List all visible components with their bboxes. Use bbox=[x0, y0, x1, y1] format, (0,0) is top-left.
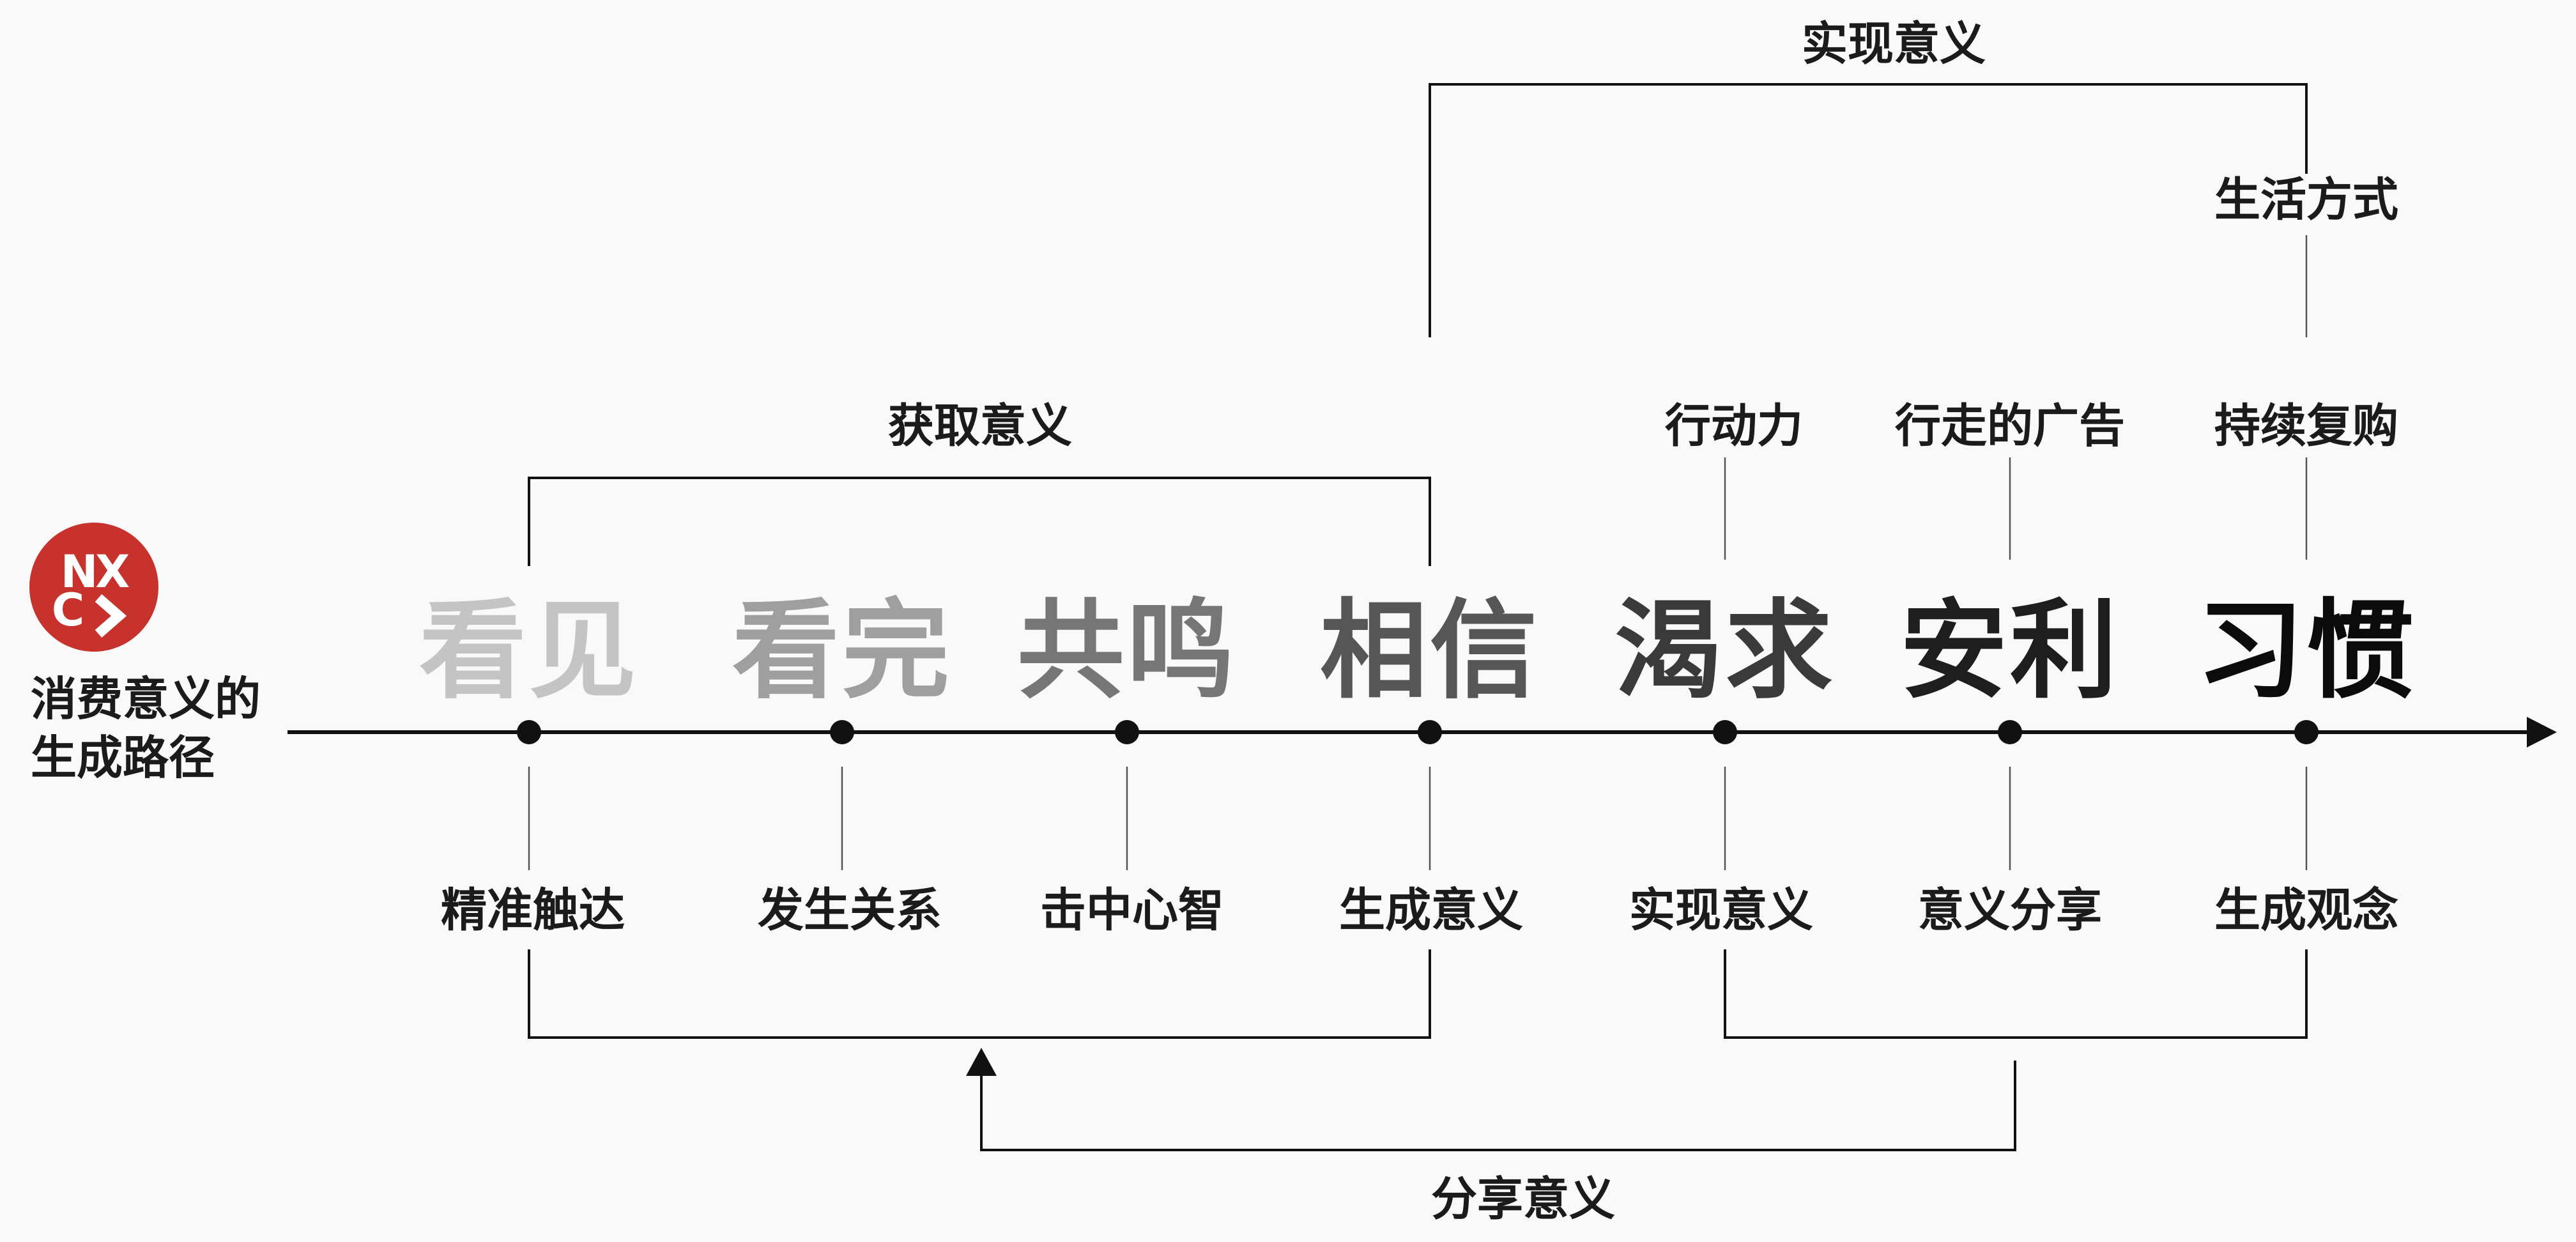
axis-title: 消费意义的 生成路径 bbox=[31, 670, 261, 787]
timeline-node bbox=[1115, 720, 1139, 744]
share-feedback-arrowhead bbox=[966, 1048, 997, 1076]
stage-below-label: 实现意义 bbox=[1629, 883, 1814, 937]
stage-below-label: 生成观念 bbox=[2214, 883, 2399, 937]
stage-top-label: 生活方式 bbox=[2214, 172, 2399, 227]
bracket-bottom-left bbox=[528, 949, 1431, 1039]
group-label-acquire: 获取意义 bbox=[887, 399, 1073, 453]
stage-word: 渴求 bbox=[1615, 588, 1835, 714]
node-ticks-below bbox=[528, 767, 2308, 870]
node-ticks-above bbox=[1724, 235, 2308, 560]
timeline-node bbox=[830, 720, 854, 744]
timeline-node bbox=[517, 720, 541, 744]
logo-chevron-icon bbox=[95, 594, 127, 638]
timeline-node bbox=[1418, 720, 1442, 744]
logo-mark-c: C bbox=[51, 584, 85, 637]
group-label-realize: 实现意义 bbox=[1801, 17, 1986, 71]
axis-title-line: 消费意义的 bbox=[31, 672, 261, 726]
axis-title-line: 生成路径 bbox=[31, 731, 215, 785]
timeline-node bbox=[2294, 720, 2319, 744]
stage-below-label: 生成意义 bbox=[1338, 883, 1524, 937]
stage-word: 共鸣 bbox=[1017, 588, 1237, 714]
stage-word: 习惯 bbox=[2196, 588, 2416, 714]
stage-word: 相信 bbox=[1320, 588, 1540, 714]
stage-below-label: 击中心智 bbox=[1039, 883, 1225, 937]
timeline-arrowhead bbox=[2527, 717, 2557, 747]
stage-below-label: 意义分享 bbox=[1917, 883, 2103, 937]
bracket-realize bbox=[1429, 83, 2308, 337]
stage-above-label: 行走的广告 bbox=[1894, 399, 2126, 453]
stage-word: 看见 bbox=[419, 588, 639, 714]
bracket-bottom-right bbox=[1724, 949, 2308, 1039]
bracket-acquire bbox=[528, 477, 1431, 566]
stage-word: 安利 bbox=[1900, 588, 2120, 714]
stage-below-label: 精准触达 bbox=[440, 883, 625, 937]
timeline-node bbox=[1998, 720, 2022, 744]
share-feedback-path bbox=[980, 1061, 2016, 1151]
stage-word: 看完 bbox=[732, 588, 952, 714]
stage-above-label: 行动力 bbox=[1664, 399, 1804, 453]
group-label-share: 分享意义 bbox=[1430, 1172, 1616, 1226]
logo-mark: NX bbox=[60, 545, 130, 598]
brand-logo: NX C bbox=[29, 523, 158, 652]
timeline-node bbox=[1713, 720, 1737, 744]
stage-above-label: 持续复购 bbox=[2214, 399, 2399, 453]
stage-below-label: 发生关系 bbox=[757, 883, 942, 937]
